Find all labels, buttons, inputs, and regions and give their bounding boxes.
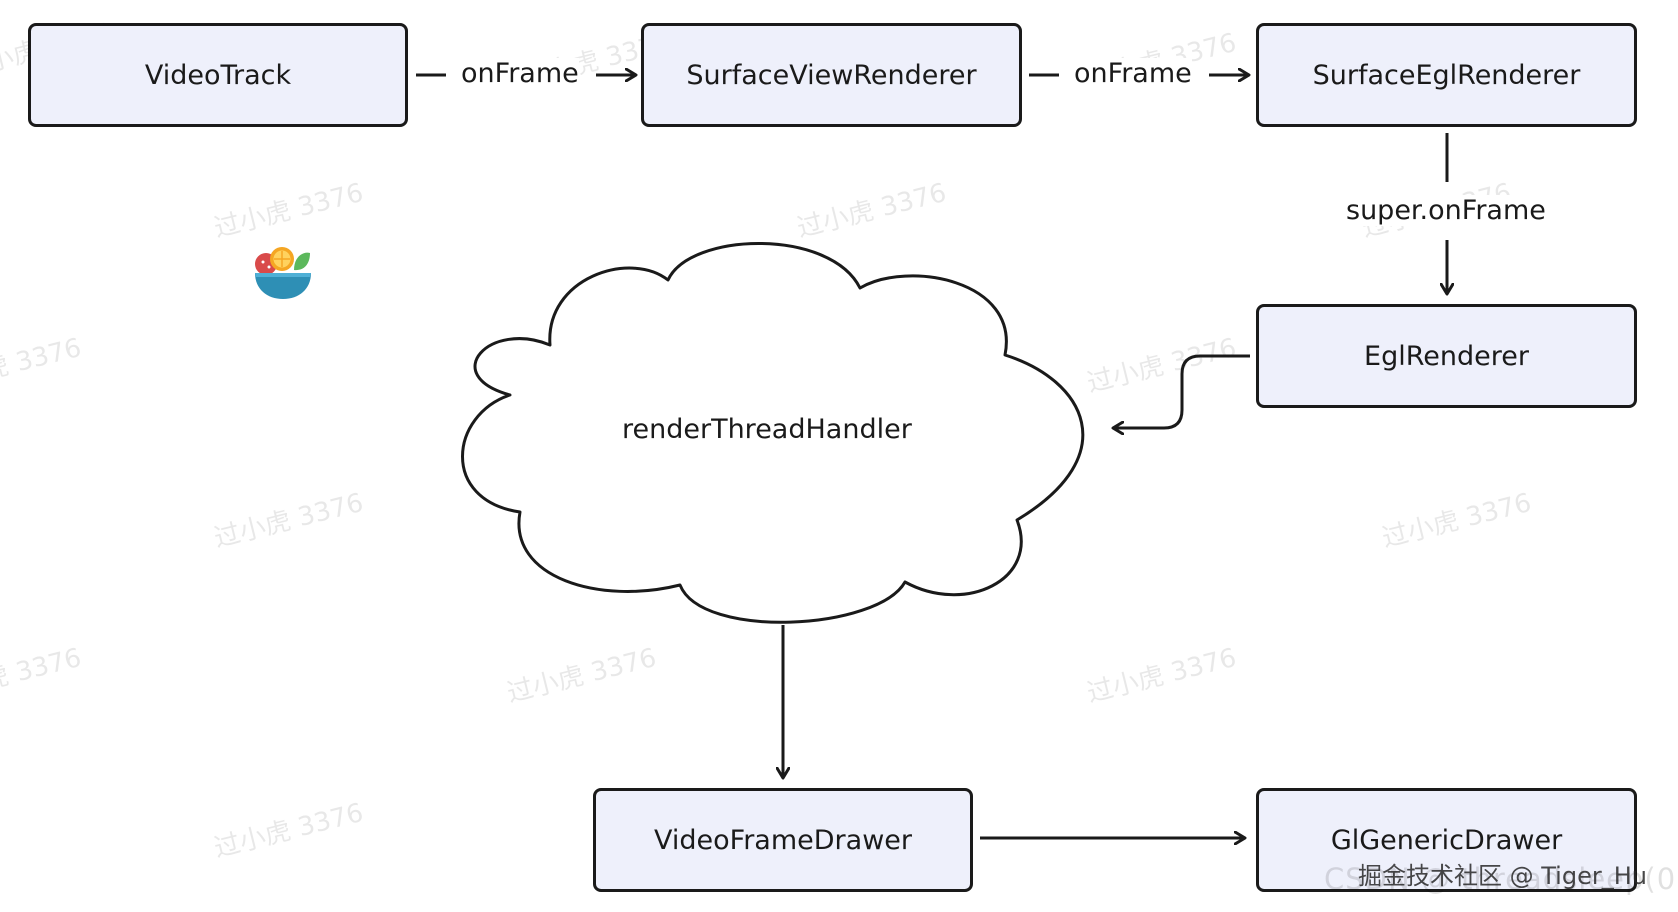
- edge-arrow: [1113, 354, 1250, 428]
- edge-label-onframe: onFrame: [461, 58, 579, 89]
- node-video-frame-drawer[interactable]: VideoFrameDrawer: [593, 788, 973, 892]
- edge-label-onframe: onFrame: [1074, 58, 1192, 89]
- node-surface-view-renderer[interactable]: SurfaceViewRenderer: [641, 23, 1022, 127]
- render-thread-cloud: [461, 242, 1085, 624]
- fruit-bowl-icon: [255, 247, 311, 299]
- node-video-track[interactable]: VideoTrack: [28, 23, 408, 127]
- source-stamp: 掘金技术社区 @ Tiger_Hu: [1358, 862, 1647, 890]
- node-gl-generic-drawer[interactable]: GlGenericDrawer: [1256, 788, 1637, 892]
- source-stamp-ghost: CSDN @ threadsleep(0): [1324, 862, 1678, 896]
- edge-label-super-onframe: super.onFrame: [1346, 195, 1546, 226]
- node-surface-egl-renderer[interactable]: SurfaceEglRenderer: [1256, 23, 1637, 127]
- node-egl-renderer[interactable]: EglRenderer: [1256, 304, 1637, 408]
- render-thread-handler-label: renderThreadHandler: [622, 414, 912, 445]
